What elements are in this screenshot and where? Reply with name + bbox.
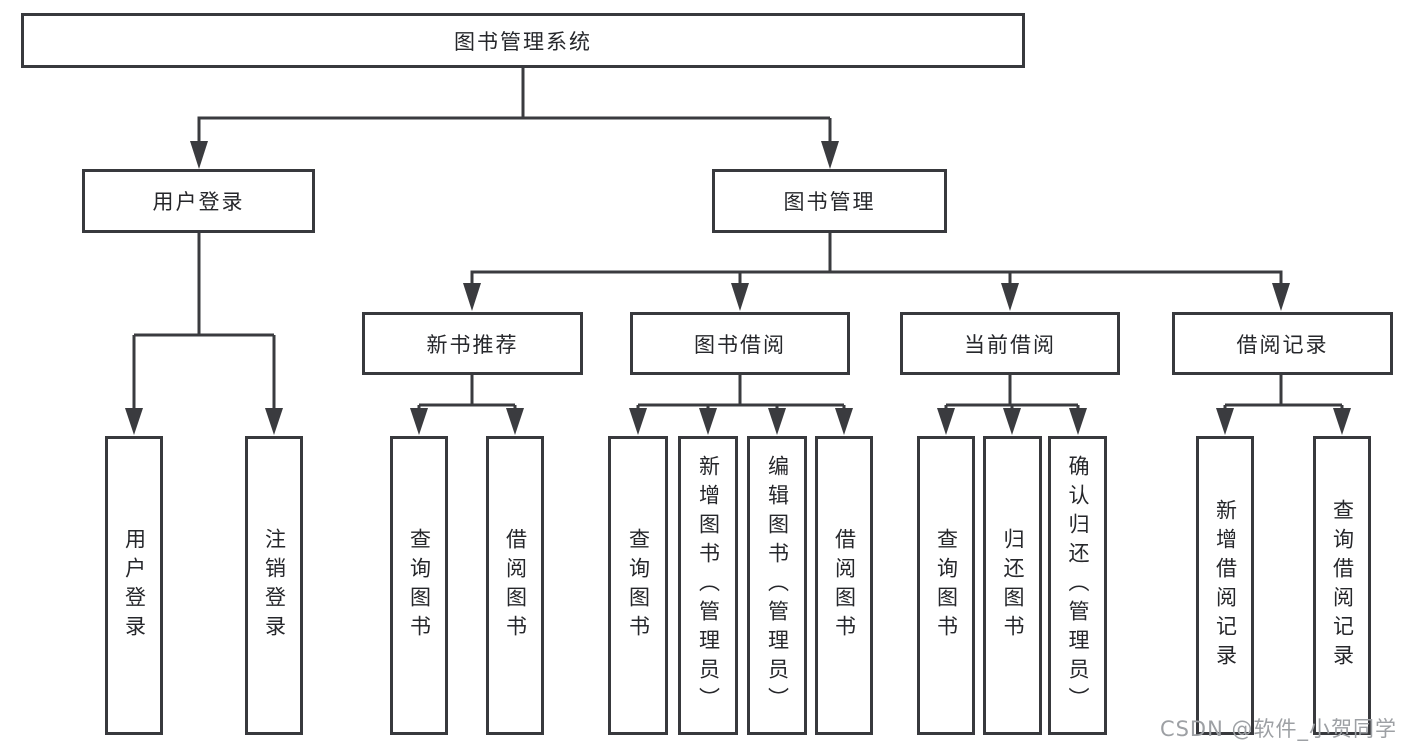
- connector-new-book-to-leaves: [417, 375, 517, 412]
- leaf-borrow-books: 借阅图书: [815, 436, 873, 735]
- leaf-logout: 注销登录: [245, 436, 303, 735]
- node-label: 新书推荐: [426, 332, 519, 357]
- leaf-confirm-return-admin: 确认归还（管理员）: [1048, 436, 1107, 735]
- leaf-borrow-books: 借阅图书: [486, 436, 544, 735]
- node-label: 图书管理系统: [454, 29, 592, 54]
- node-label: 注销登录: [262, 527, 287, 644]
- arrow-down-icon: [629, 408, 647, 435]
- leaf-user-login: 用户登录: [105, 436, 163, 735]
- arrow-down-icon: [699, 408, 717, 435]
- node-label: 当前借阅: [964, 332, 1056, 357]
- node-label: 查询借阅记录: [1330, 498, 1355, 673]
- connector-book-management-to-level3: [470, 233, 1283, 288]
- arrow-down-icon: [768, 408, 786, 435]
- leaf-query-borrow-record: 查询借阅记录: [1313, 436, 1371, 735]
- arrow-down-icon: [1003, 408, 1021, 435]
- arrow-down-icon: [1216, 408, 1234, 435]
- node-label: 查询图书: [626, 527, 651, 644]
- arrow-down-icon: [1272, 283, 1290, 311]
- node-label: 新增图书（管理员）: [696, 455, 721, 716]
- arrow-down-icon: [410, 408, 428, 435]
- arrow-down-icon: [1333, 408, 1351, 435]
- leaf-return-books: 归还图书: [983, 436, 1042, 735]
- arrow-down-icon: [937, 408, 955, 435]
- connector-borrow-records-to-leaves: [1223, 375, 1344, 412]
- node-label: 图书管理: [783, 190, 876, 214]
- node-label: 查询图书: [934, 527, 959, 644]
- node-label: 归还图书: [1001, 527, 1025, 644]
- node-borrowing-records: 借阅记录: [1172, 312, 1393, 375]
- arrow-down-icon: [821, 141, 839, 169]
- leaf-query-books: 查询图书: [608, 436, 668, 735]
- leaf-add-book-admin: 新增图书（管理员）: [678, 436, 738, 735]
- node-label: 用户登录: [122, 527, 147, 644]
- node-current-borrowing: 当前借阅: [900, 312, 1120, 375]
- arrow-down-icon: [463, 283, 481, 311]
- arrow-down-icon: [125, 408, 143, 435]
- node-label: 借阅图书: [503, 527, 528, 644]
- connector-current-borrowing-to-leaves: [944, 375, 1080, 412]
- node-new-book-recommendation: 新书推荐: [362, 312, 583, 375]
- node-label: 图书借阅: [694, 332, 786, 357]
- leaf-query-books: 查询图书: [390, 436, 448, 735]
- arrow-down-icon: [731, 283, 749, 311]
- leaf-query-books: 查询图书: [917, 436, 975, 735]
- leaf-edit-book-admin: 编辑图书（管理员）: [747, 436, 807, 735]
- node-label: 借阅记录: [1236, 332, 1329, 357]
- leaf-add-borrow-record: 新增借阅记录: [1196, 436, 1254, 735]
- arrow-down-icon: [835, 408, 853, 435]
- connector-root-to-level2: [197, 68, 832, 146]
- arrow-down-icon: [190, 141, 208, 169]
- connector-book-borrowing-to-leaves: [636, 375, 846, 412]
- arrow-down-icon: [265, 408, 283, 435]
- node-book-management: 图书管理: [712, 169, 947, 233]
- node-user-login: 用户登录: [82, 169, 315, 233]
- node-label: 编辑图书（管理员）: [765, 455, 790, 716]
- node-library-management-system: 图书管理系统: [21, 13, 1025, 68]
- node-book-borrowing: 图书借阅: [630, 312, 850, 375]
- csdn-watermark: CSDN @软件_小贺同学: [1159, 717, 1397, 741]
- node-label: 查询图书: [407, 527, 432, 644]
- node-label: 借阅图书: [832, 527, 857, 644]
- connector-user-login-to-leaves: [132, 233, 276, 412]
- arrow-down-icon: [1001, 283, 1019, 311]
- arrow-down-icon: [506, 408, 524, 435]
- node-label: 新增借阅记录: [1213, 498, 1238, 673]
- node-label: 用户登录: [152, 190, 245, 214]
- node-label: 确认归还（管理员）: [1066, 455, 1090, 716]
- arrow-down-icon: [1069, 408, 1087, 435]
